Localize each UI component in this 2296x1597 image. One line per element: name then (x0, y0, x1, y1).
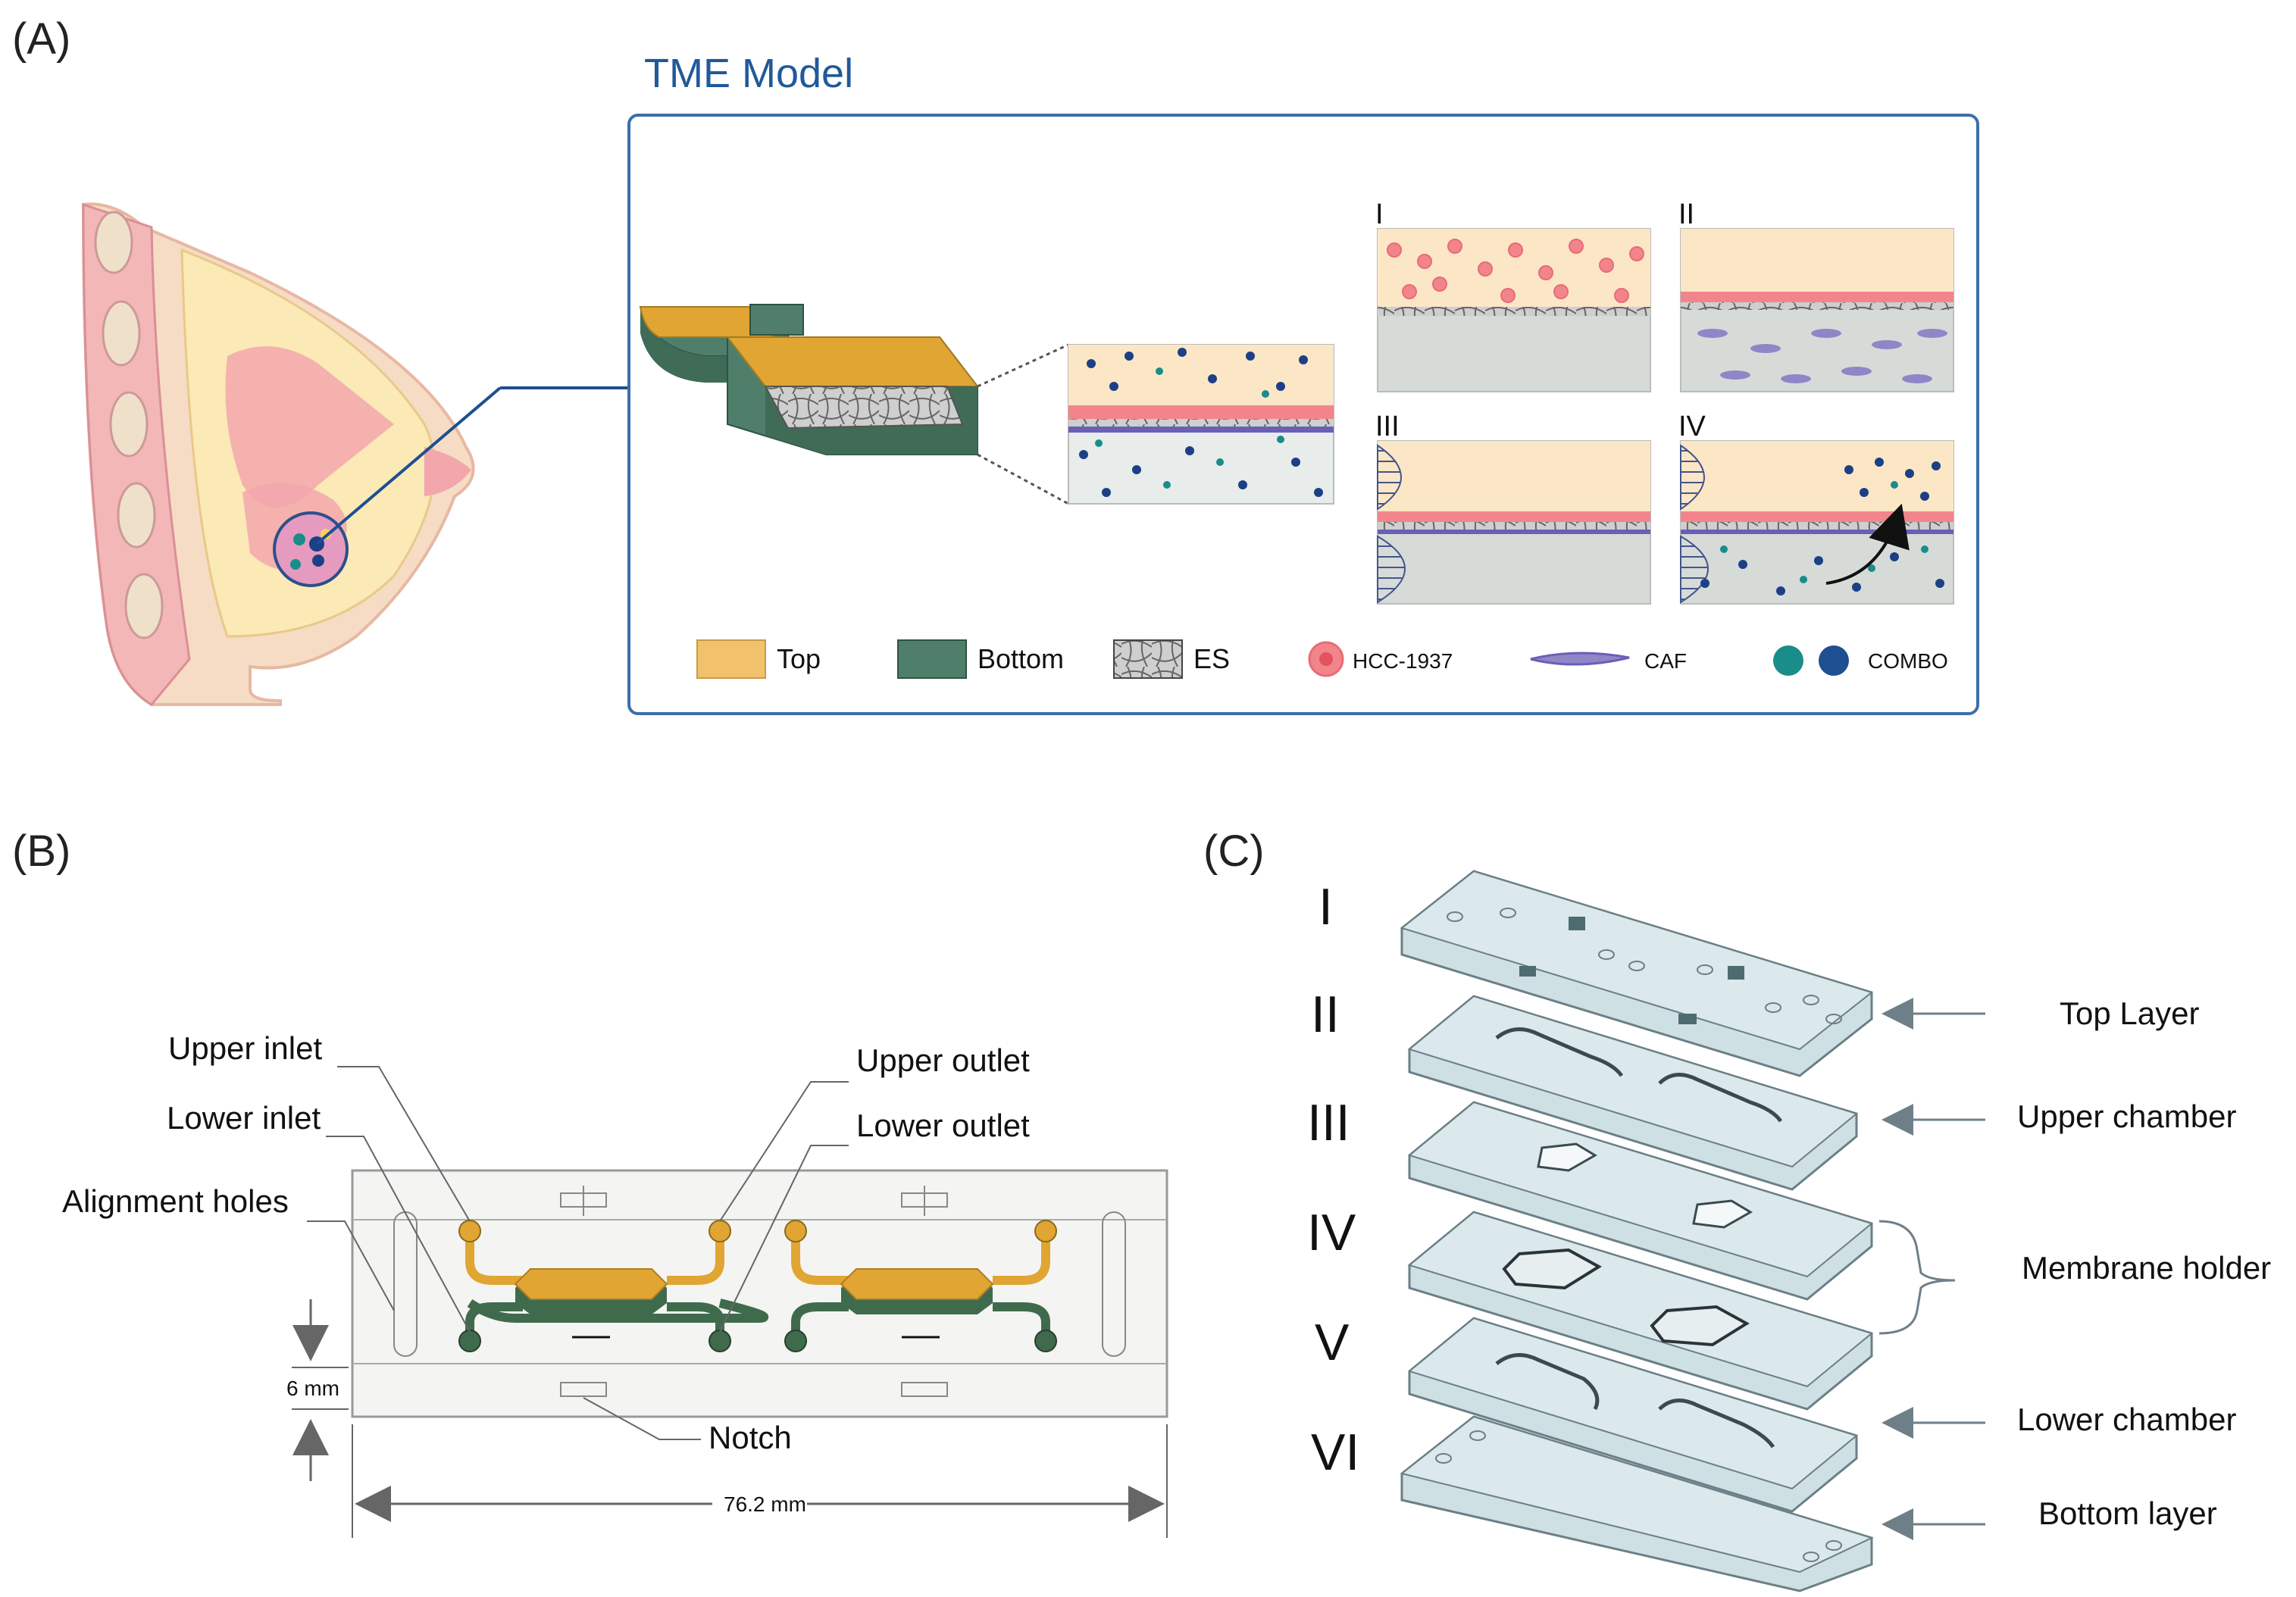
lower-chamber-plate (1407, 1317, 1859, 1513)
condition-label: III (1375, 411, 1400, 442)
layer-label: I (1318, 878, 1333, 936)
right-channel-unit (784, 1220, 1057, 1352)
top-layer-label: Top Layer (2060, 995, 2199, 1031)
tme-legend: Top Bottom ES HCC-1937 CAF COMBO (696, 639, 1948, 679)
height-dimension-label: 6 mm (286, 1377, 339, 1400)
top-layer-plate (1400, 870, 1874, 1077)
notch-label: Notch (709, 1420, 792, 1455)
zoom-dotted-line (977, 453, 1069, 505)
panel-b-dimensions: 6 mm 76.2 mm (286, 1299, 1168, 1538)
legend-label: Top (777, 643, 821, 674)
legend-label: COMBO (1868, 649, 1948, 673)
upper-chamber-label: Upper chamber (2017, 1099, 2236, 1134)
electrospun-fiber-icon (1113, 639, 1183, 679)
bottom-layer-label: Bottom layer (2038, 1495, 2217, 1531)
layer-label: II (1311, 986, 1340, 1043)
panel-c-label: (C) (1203, 827, 1265, 876)
membrane-holder-plate-iii (1407, 1101, 1874, 1301)
panel-b-callouts: Upper inlet Lower inlet Alignment holes … (62, 1030, 1030, 1455)
bottom-layer-plate (1400, 1415, 1874, 1592)
membrane-holder-label: Membrane holder (2022, 1250, 2271, 1286)
bottom-swatch-icon (897, 639, 967, 679)
lower-outlet-label: Lower outlet (856, 1108, 1030, 1143)
layer-label: IV (1307, 1204, 1356, 1261)
tumor-cell-icon (1308, 641, 1344, 677)
legend-label: CAF (1644, 649, 1687, 673)
layer-label: III (1307, 1094, 1350, 1152)
lower-chamber-label: Lower chamber (2017, 1402, 2236, 1437)
legend-label: ES (1193, 643, 1230, 674)
drug-particle-icon (1773, 645, 1849, 676)
fibroblast-icon (1530, 652, 1630, 666)
panel-a-label: (A) (12, 14, 71, 64)
layer-label: V (1315, 1314, 1350, 1371)
tme-model-frame (627, 114, 1979, 715)
breast-anatomy-illustration (81, 202, 475, 706)
membrane-holder-bracket (1878, 1220, 1956, 1335)
chip-cross-section-illustration (639, 304, 980, 455)
condition-label: I (1375, 198, 1384, 230)
zoom-connector-line (315, 386, 502, 545)
alignment-holes-label: Alignment holes (62, 1183, 289, 1219)
condition-label: IV (1678, 411, 1706, 442)
left-channel-unit (458, 1220, 769, 1352)
top-swatch-icon (696, 639, 766, 679)
lower-inlet-label: Lower inlet (167, 1100, 321, 1136)
condition-i-diagram: I (1375, 198, 1651, 392)
panel-c-callouts: Top Layer Upper chamber Membrane holder … (1878, 995, 2271, 1540)
exploded-layer-stack: I II III IV V VI (1307, 870, 1874, 1592)
condition-ii-diagram: II (1678, 198, 1954, 392)
zoom-dotted-line (977, 343, 1069, 388)
layer-label: VI (1311, 1424, 1359, 1481)
condition-label: II (1678, 198, 1694, 230)
membrane-holder-plate-iv (1407, 1211, 1874, 1411)
width-dimension-label: 76.2 mm (724, 1492, 806, 1516)
upper-inlet-label: Upper inlet (168, 1030, 322, 1066)
legend-label: Bottom (978, 643, 1064, 674)
upper-chamber-plate (1407, 995, 1859, 1191)
legend-label: HCC-1937 (1353, 649, 1453, 673)
device-top-view (351, 1169, 1168, 1418)
upper-outlet-label: Upper outlet (856, 1042, 1030, 1078)
condition-iv-diagram: IV (1678, 411, 1954, 605)
tme-model-title: TME Model (644, 51, 854, 96)
panel-b-label: (B) (12, 827, 71, 876)
condition-iii-diagram: III (1375, 411, 1651, 605)
zoomed-section-illustration (1068, 344, 1334, 505)
